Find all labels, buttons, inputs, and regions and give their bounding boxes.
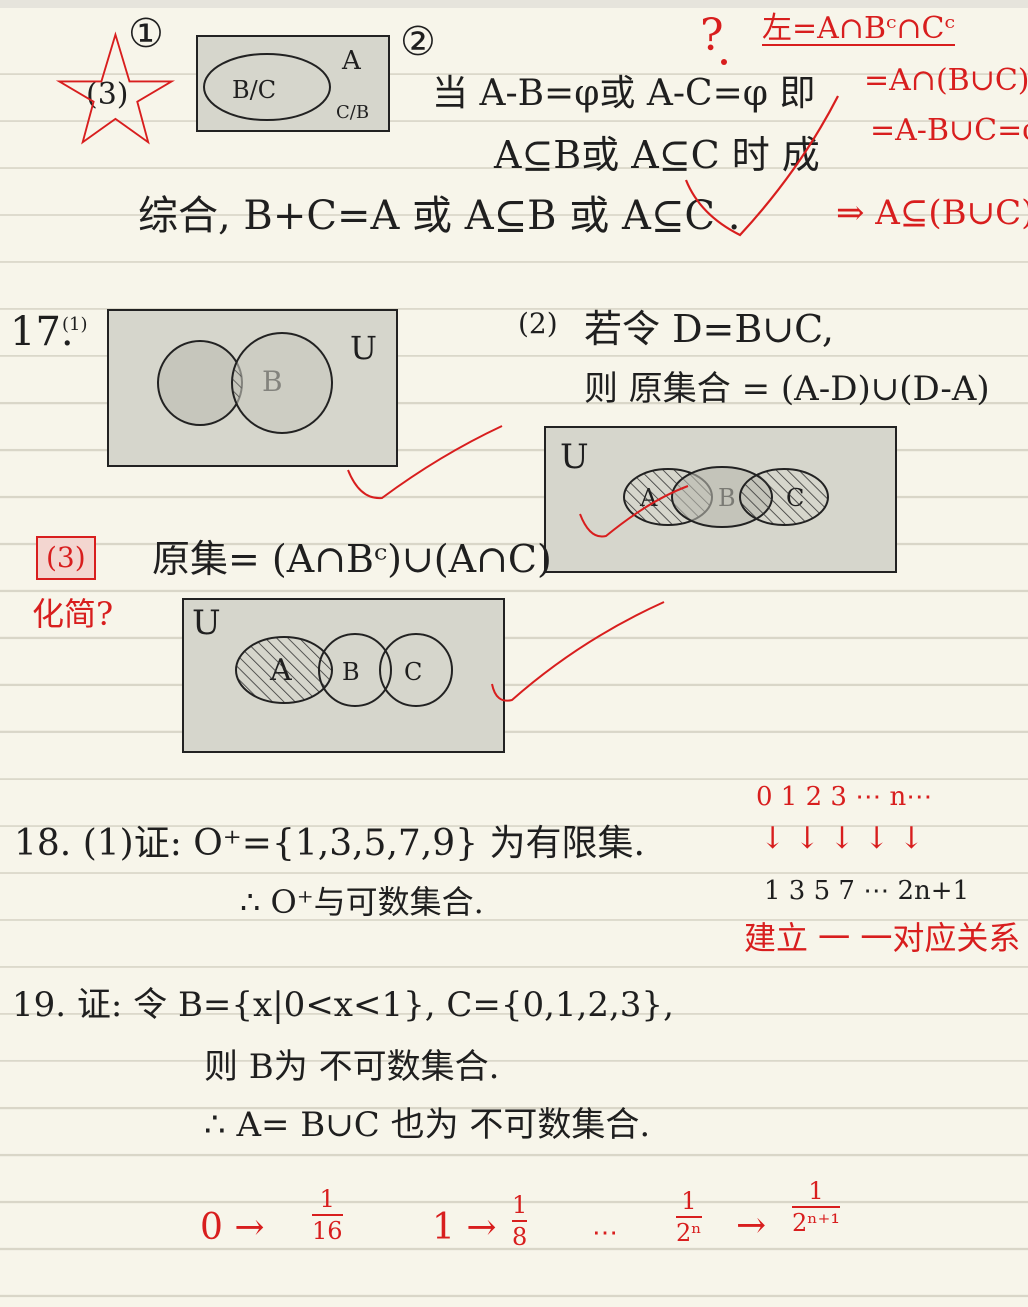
q16-line-3: 综合, B+C=A 或 A⊆B 或 A⊆C . — [138, 193, 741, 239]
q19-map-1-from: 1 → — [432, 1207, 497, 1248]
q18-mapping-bottom: 1 3 5 7 ⋯ 2n+1 — [764, 876, 970, 906]
q19-line-1: 19. 证: 令 B={x|0<x<1}, C={0,1,2,3}, — [12, 985, 674, 1025]
q16-diagram-inner-label: B/C — [232, 76, 277, 104]
fraction-bar — [312, 1214, 343, 1217]
q17-part3-line: 原集= (A∩Bᶜ)∪(A∩C) — [152, 537, 552, 581]
q17-venn3-c-label: C — [404, 658, 423, 686]
q16-question-mark: ? — [700, 10, 724, 61]
fraction-numerator: 1 — [319, 1185, 335, 1213]
q16-diagram-a-label: A — [342, 46, 361, 76]
q19-map-dots: ⋯ — [592, 1218, 618, 1248]
fraction-numerator: 1 — [681, 1187, 697, 1215]
fraction-numerator: 1 — [512, 1191, 528, 1219]
q17-part2-line-2: 则 原集合 = (A-D)∪(D-A) — [584, 369, 990, 409]
q16-correction-eq2: =A-B∪C=φ — [870, 113, 1028, 148]
q18-line-1: 18. (1)证: O⁺={1,3,5,7,9} 为有限集. — [14, 823, 645, 864]
q19-map-n-fraction: 1 2ⁿ — [676, 1188, 702, 1247]
q17-part3-label: (3) — [36, 536, 96, 580]
q17-number: 17. — [10, 309, 74, 355]
q16-label-3: (3) — [86, 77, 129, 112]
q19-map-n-arrow: → — [736, 1205, 767, 1246]
q17-venn1-a-label: A — [174, 365, 195, 398]
q17-venn1-universe-label: U — [350, 329, 377, 367]
fraction-denominator: 2ⁿ — [676, 1219, 702, 1248]
q19-map-n1-fraction: 1 2ⁿ⁺¹ — [792, 1178, 840, 1237]
q18-mapping-top: 0 1 2 3 ⋯ n⋯ — [756, 782, 933, 812]
q17-simplify-note: 化简? — [32, 595, 114, 633]
q16-correction-eq1: =A∩(B∪C) — [864, 63, 1028, 98]
q16-label-1: ① — [128, 11, 164, 57]
q17-venn2-c-label: C — [786, 484, 805, 512]
q18-bijection-note: 建立 一 一对应关系 — [744, 919, 1021, 957]
q17-part1-label: (1) — [62, 314, 88, 335]
q19-line-2: 则 B为 不可数集合. — [204, 1047, 500, 1087]
q17-venn2-universe-label: U — [560, 437, 589, 477]
q19-line-3: ∴ A= B∪C 也为 不可数集合. — [204, 1105, 651, 1145]
q16-line-1: 当 A-B=φ或 A-C=φ 即 — [432, 73, 816, 114]
fraction-bar — [676, 1216, 702, 1219]
q16-correction-left: 左=A∩Bᶜ∩Cᶜ — [762, 11, 955, 46]
q16-label-2: ② — [400, 19, 436, 65]
q16-correction-eq3: ⇒ A⊆(B∪C) — [836, 193, 1028, 233]
q17-venn2-b-label: B — [718, 484, 736, 512]
q17-part2-label: (2) — [518, 307, 558, 340]
q16-diagram-cb-label: C/B — [336, 102, 370, 123]
q18-mapping-arrows: ↓ ↓ ↓ ↓ ↓ — [760, 821, 924, 856]
top-bar — [0, 0, 1028, 8]
q19-map-1-fraction: 1 8 — [512, 1191, 528, 1252]
q17-venn3-a-label: A — [270, 653, 292, 688]
fraction-denominator: 16 — [312, 1217, 343, 1246]
q17-venn3-universe-label: U — [192, 603, 221, 643]
q19-map-0-from: 0 → — [200, 1207, 265, 1248]
fraction-denominator: 2ⁿ⁺¹ — [792, 1209, 840, 1238]
q19-map-0-fraction: 1 16 — [312, 1186, 343, 1245]
fraction-numerator: 1 — [808, 1177, 824, 1205]
fraction-bar — [792, 1206, 840, 1209]
fraction-bar — [512, 1220, 528, 1223]
q17-venn2-a-label: A — [640, 484, 658, 512]
q18-line-2: ∴ O⁺与可数集合. — [240, 883, 484, 921]
q17-part2-line-1: 若令 D=B∪C, — [584, 307, 834, 351]
q17-venn1-b-label: B — [262, 365, 283, 398]
q16-line-2: A⊆B或 A⊆C 时 成 — [494, 133, 820, 177]
q17-venn3-b-label: B — [342, 658, 360, 686]
fraction-denominator: 8 — [512, 1223, 528, 1252]
